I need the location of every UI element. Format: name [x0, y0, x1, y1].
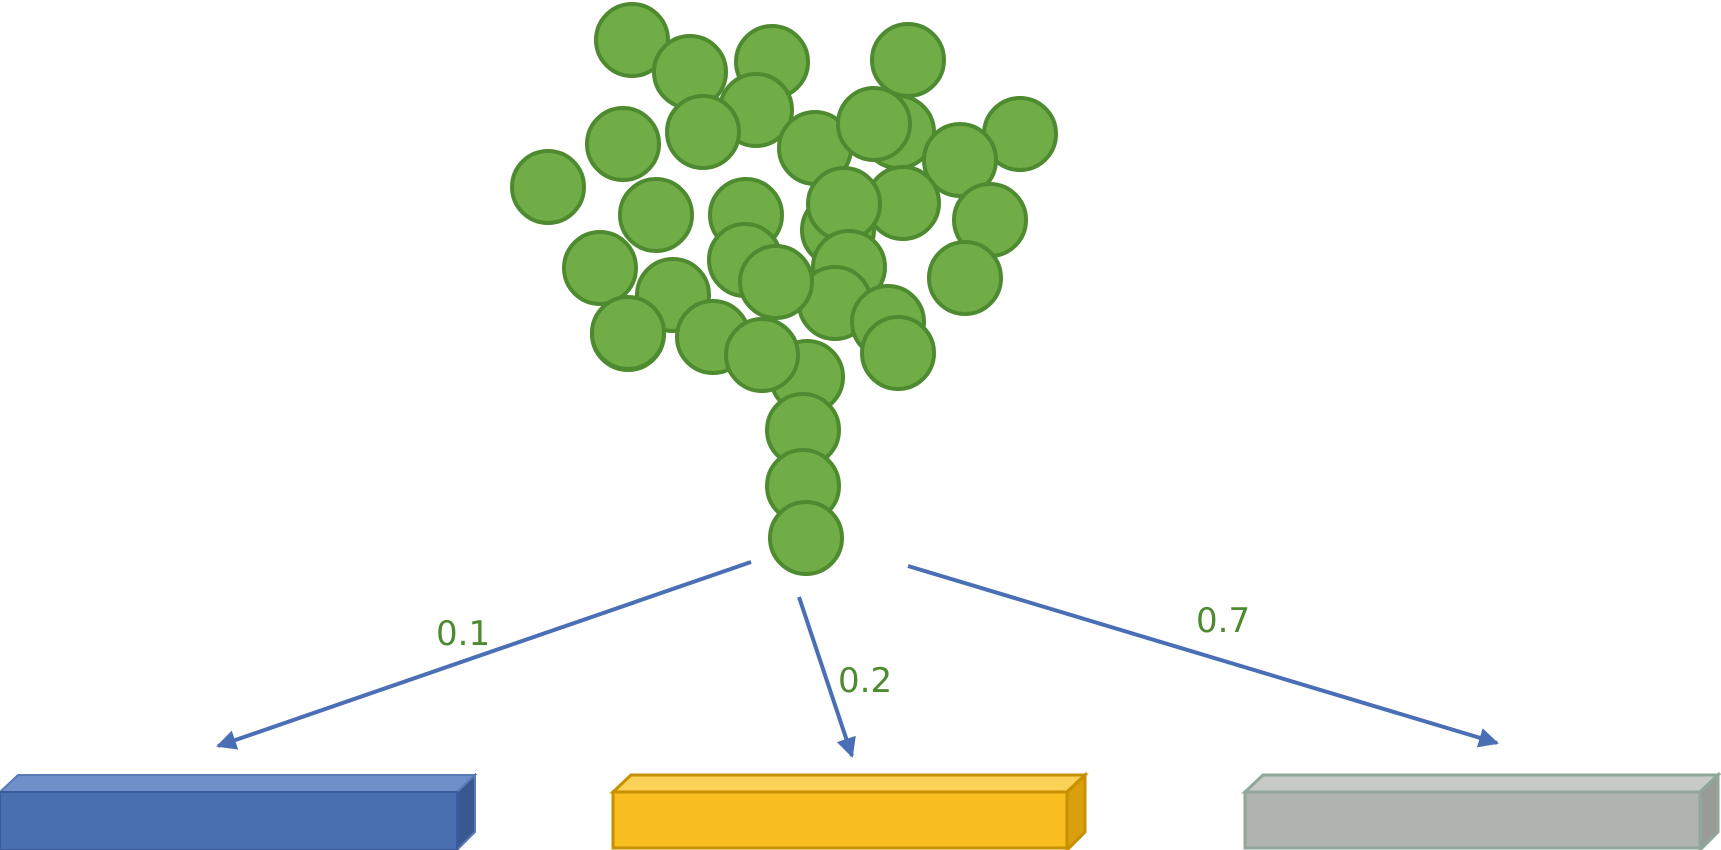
bin-blue: [0, 772, 478, 850]
arrow-to-blue-bin: [216, 560, 752, 750]
arrow-to-yellow-bin: [797, 596, 856, 758]
ball: [562, 230, 638, 306]
bin-yellow-top: [609, 773, 1089, 794]
ball-cluster: [510, 2, 1058, 576]
probability-label-blue: 0.1: [436, 614, 490, 654]
ball: [590, 295, 666, 371]
ball: [585, 106, 661, 182]
ball: [860, 315, 936, 391]
ball: [724, 317, 800, 393]
ball: [665, 94, 741, 170]
ball: [922, 122, 998, 198]
ball: [738, 244, 814, 320]
ball: [594, 2, 670, 78]
bin-yellow: [609, 771, 1089, 850]
ball: [510, 149, 586, 225]
ball: [618, 177, 694, 253]
arrow-to-gray-bin: [907, 564, 1499, 748]
bin-yellow-front: [611, 790, 1069, 850]
probability-label-yellow: 0.2: [838, 661, 892, 701]
bin-gray: [1241, 771, 1721, 850]
bin-blue-front: [0, 791, 458, 850]
bin-gray-top: [1241, 773, 1721, 794]
probability-label-gray: 0.7: [1196, 601, 1250, 641]
bin-gray-front: [1243, 790, 1702, 850]
arrows: [216, 560, 1499, 758]
bin-blue-top: [0, 774, 478, 793]
ball: [870, 22, 946, 98]
ball: [768, 500, 844, 576]
ball: [806, 166, 882, 242]
ball: [927, 240, 1003, 316]
ball: [836, 86, 912, 162]
